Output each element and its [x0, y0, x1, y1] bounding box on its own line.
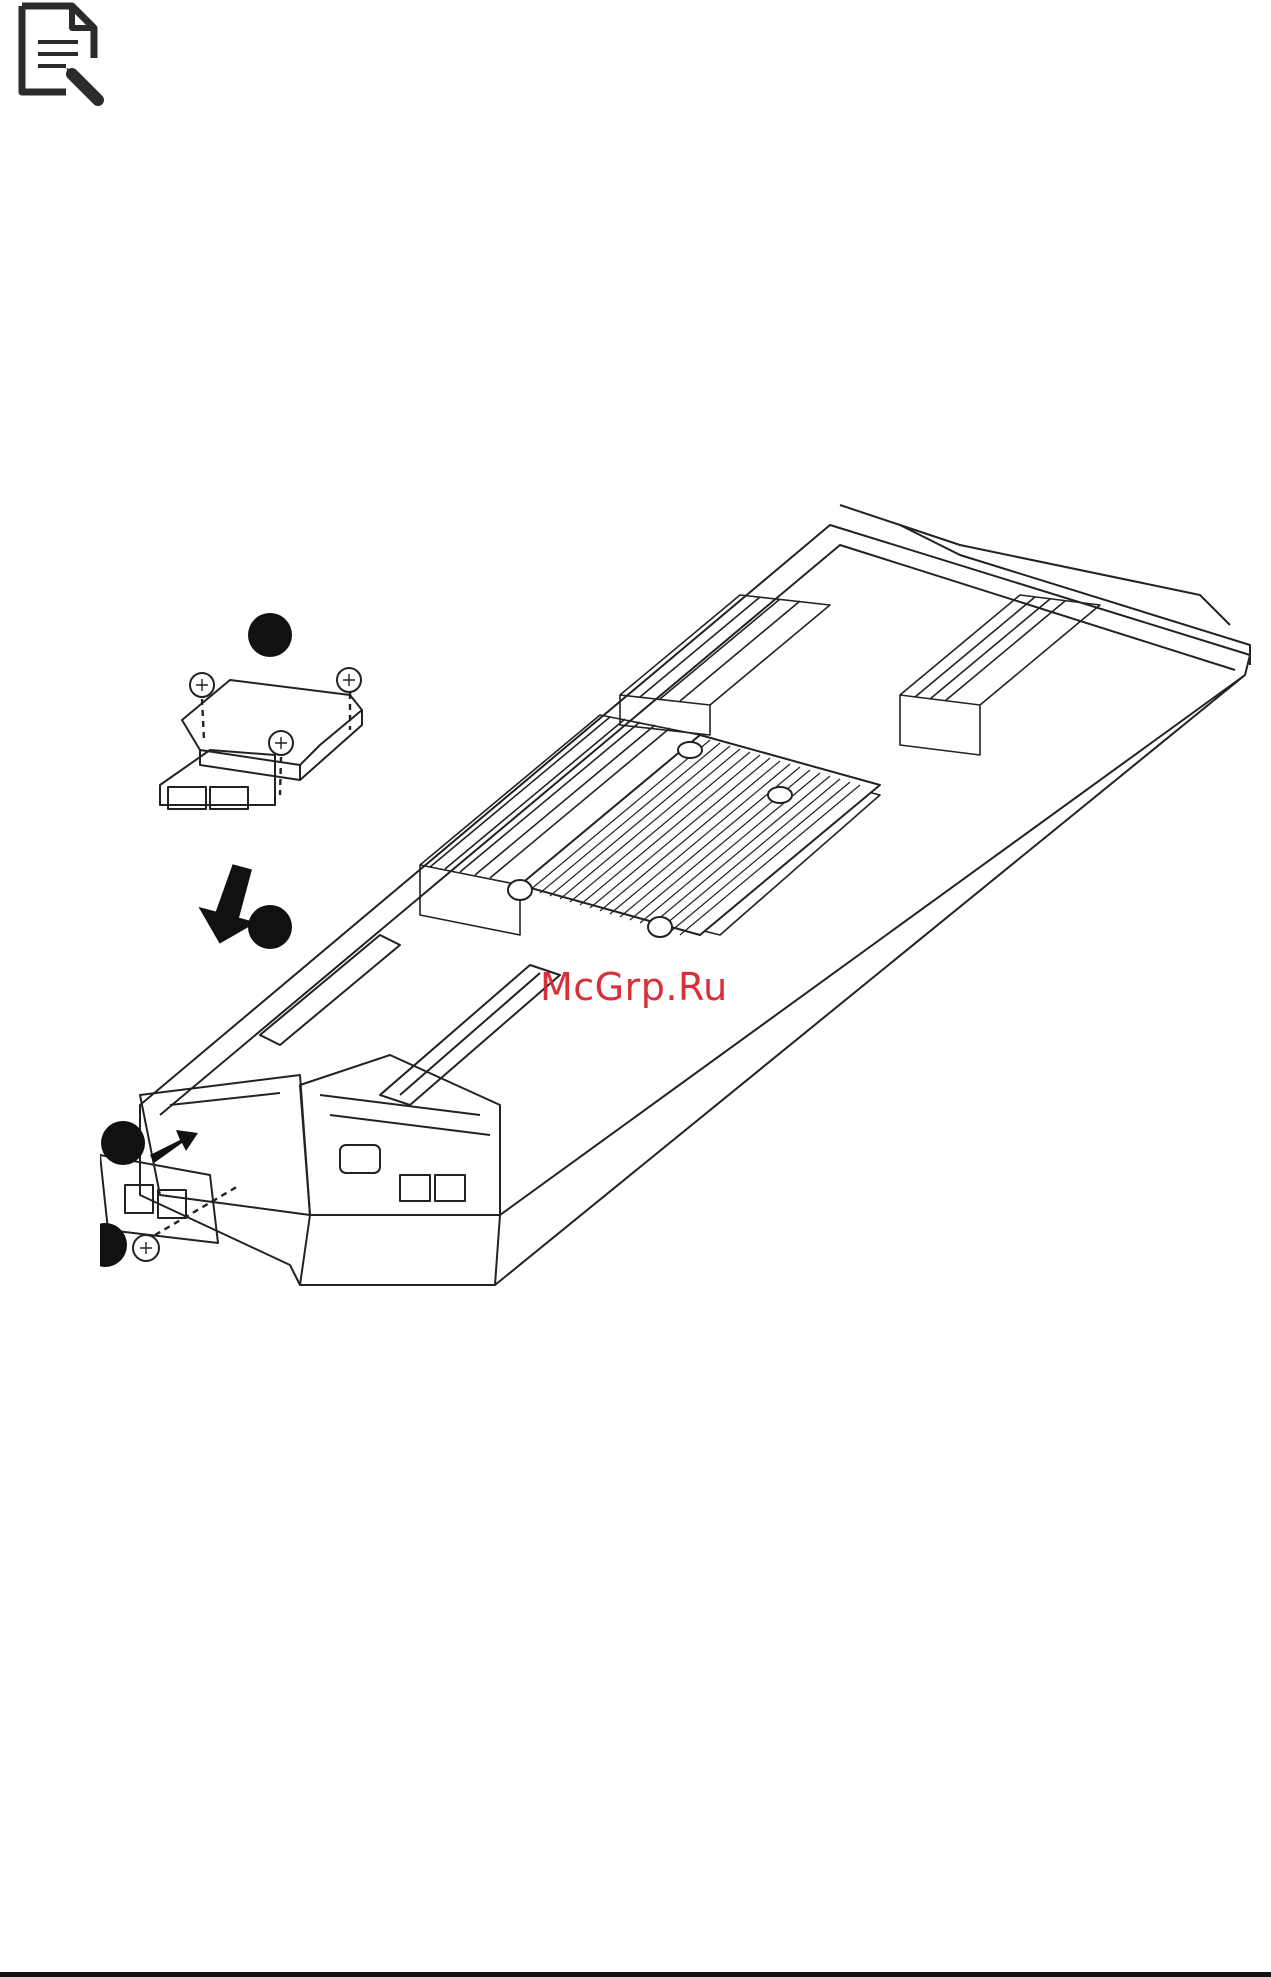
cpu-heatsink: [508, 735, 880, 937]
memory-modules-right: [900, 595, 1100, 755]
screw-4: [133, 1235, 159, 1261]
memory-modules-top: [620, 595, 830, 735]
callout-step-3: [101, 1121, 145, 1165]
vga-port: [340, 1145, 380, 1173]
server-node-riser-installation-illustration: [100, 495, 1260, 1295]
screw-1: [190, 673, 214, 697]
screw-2: [337, 668, 361, 692]
note-document-pencil-icon: [14, 2, 106, 106]
footer-rule: [0, 1972, 1271, 1977]
screw-3: [269, 731, 293, 755]
insert-arrow-icon: [150, 1130, 198, 1163]
callout-step-2: [248, 905, 292, 949]
lan-port-1: [400, 1175, 430, 1201]
callout-step-1: [248, 613, 292, 657]
riser-slot: [260, 935, 400, 1045]
lan-port-2: [435, 1175, 465, 1201]
callout-step-4: [100, 1223, 127, 1267]
riser-module: [160, 680, 362, 809]
watermark-text: McGrp.Ru: [540, 965, 728, 1009]
